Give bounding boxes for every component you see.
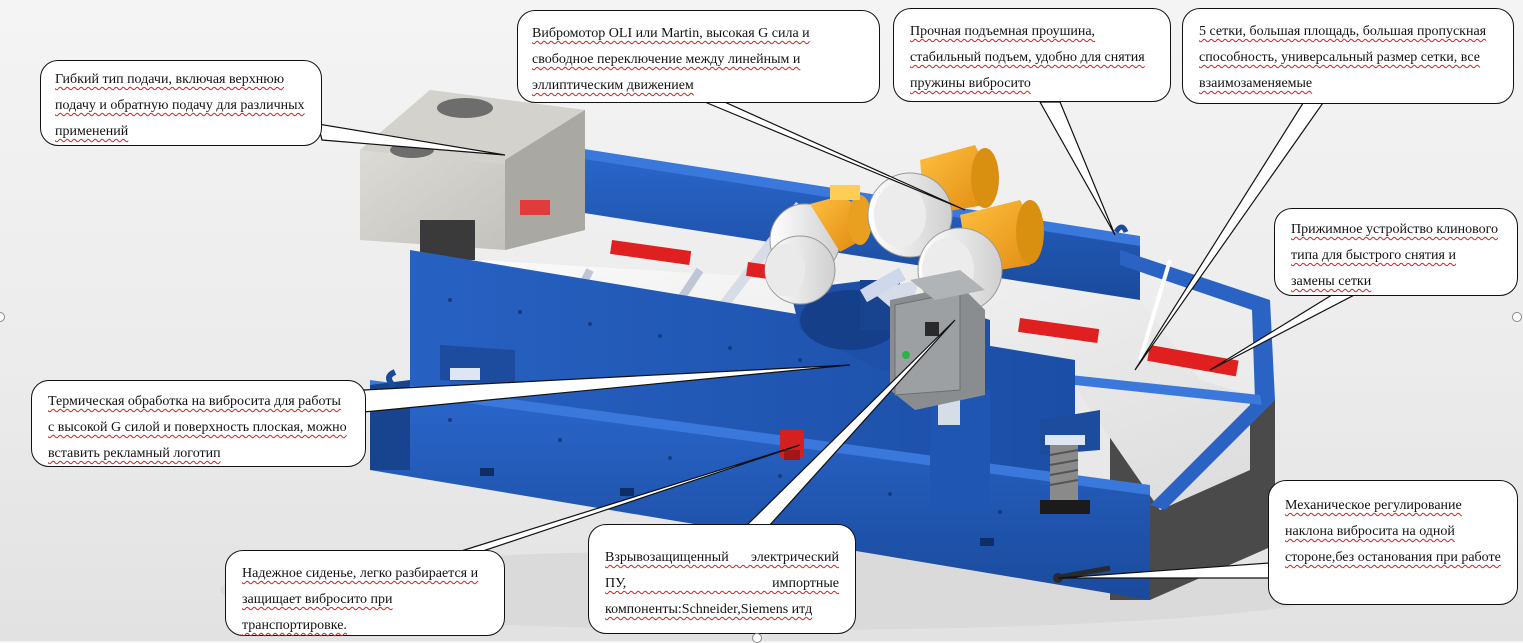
callout-screens: 5 сетки, большая площадь, большая пропус… bbox=[1182, 8, 1514, 104]
callout-heat-treatment: Термическая обработка на вибросита для р… bbox=[31, 380, 366, 467]
callout-angle-adjust-text: Механическое регулирование наклона вибро… bbox=[1285, 498, 1501, 565]
callout-lifting-lug-text: Прочная подъемная проушина, стабильный п… bbox=[910, 24, 1145, 91]
callout-reliable-seat-text: Надежное сиденье, легко разбирается и за… bbox=[242, 566, 479, 633]
callout-vibration-motor: Вибромотор OLI или Martin, высокая G сил… bbox=[517, 10, 880, 103]
callout-lifting-lug: Прочная подъемная проушина, стабильный п… bbox=[893, 8, 1171, 102]
callout-control-panel: Взрывозащищенный электрический ПУ, импор… bbox=[588, 524, 856, 634]
callout-heat-treatment-text: Термическая обработка на вибросита для р… bbox=[48, 394, 347, 461]
callout-wedge-clamp-text: Прижимное устройство клинового типа для … bbox=[1291, 222, 1499, 289]
callout-reliable-seat: Надежное сиденье, легко разбирается и за… bbox=[225, 550, 505, 636]
resize-handle-bottom[interactable] bbox=[752, 633, 762, 643]
callout-control-panel-text: Взрывозащищенный электрический ПУ, импор… bbox=[605, 550, 839, 617]
resize-handle-right[interactable] bbox=[1512, 312, 1522, 322]
callout-vibration-motor-text: Вибромотор OLI или Martin, высокая G сил… bbox=[532, 26, 810, 93]
callout-wedge-clamp: Прижимное устройство клинового типа для … bbox=[1274, 208, 1518, 296]
callout-flexible-feed-text: Гибкий тип подачи, включая верхнюю подач… bbox=[55, 72, 305, 139]
callout-flexible-feed: Гибкий тип подачи, включая верхнюю подач… bbox=[40, 60, 322, 146]
callout-angle-adjust: Механическое регулирование наклона вибро… bbox=[1268, 480, 1518, 605]
callout-screens-text: 5 сетки, большая площадь, большая пропус… bbox=[1199, 24, 1487, 91]
